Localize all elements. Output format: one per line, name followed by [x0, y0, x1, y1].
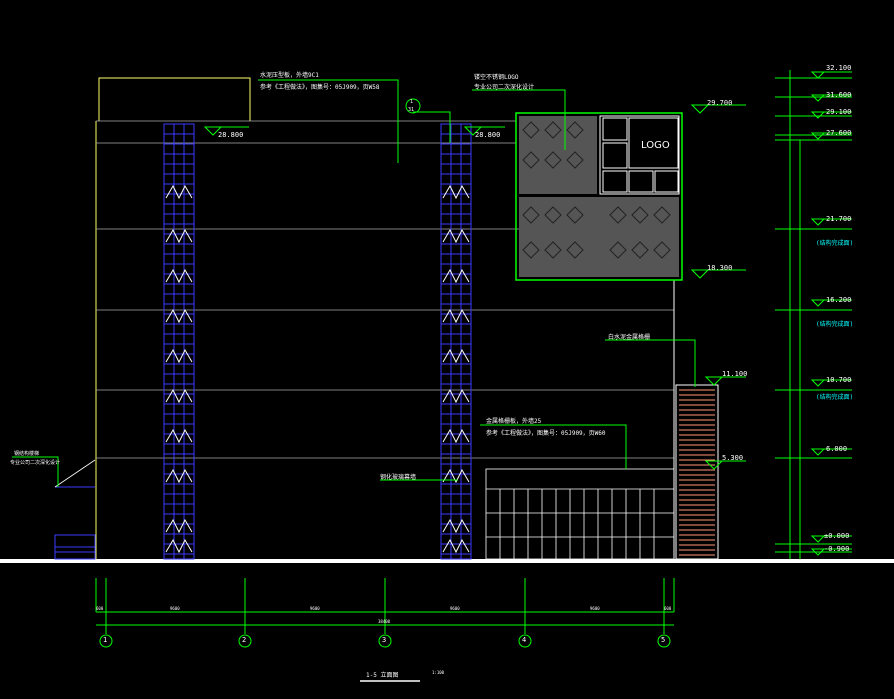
column-chevron: [442, 308, 470, 324]
column-chevron: [165, 428, 193, 444]
column-chevron: [165, 468, 193, 484]
axis-bubbles: [99, 634, 671, 648]
column-chevron: [442, 348, 470, 364]
elevation-marker: [810, 132, 852, 140]
elevation-marker: [810, 379, 852, 387]
column-chevron: [442, 184, 470, 200]
elevation-marker: [810, 299, 852, 307]
column-chevron: [442, 428, 470, 444]
elevation-marker: [810, 535, 852, 543]
blue-column-right: [440, 123, 472, 560]
column-chevron: [442, 518, 470, 534]
right-dimension-chain: [775, 70, 852, 559]
curtain-wall: [485, 468, 675, 560]
logo-text: LOGO: [641, 140, 670, 151]
column-chevron: [442, 268, 470, 284]
blue-column-left: [163, 123, 195, 560]
floor-lines: [96, 120, 674, 459]
curtain-wall-mullions: [499, 489, 655, 559]
building-outline: [95, 77, 251, 559]
column-chevron: [165, 538, 193, 554]
column-chevron: [165, 518, 193, 534]
elevation-marker: [810, 448, 852, 456]
ground-line: [0, 559, 894, 563]
left-stair: [54, 459, 96, 560]
column-rungs: [164, 133, 471, 555]
elevation-marker: [810, 111, 852, 119]
column-chevron: [165, 228, 193, 244]
logo-panel: [515, 112, 683, 281]
column-chevrons: [165, 184, 470, 554]
axis-dimension-lines: [95, 578, 675, 634]
elevation-marker: [810, 218, 852, 226]
elevation-marker: [810, 548, 852, 556]
leader-lines: [12, 79, 696, 487]
column-chevron: [165, 308, 193, 324]
elevation-markers-right: [810, 71, 852, 556]
column-chevron: [442, 388, 470, 404]
elevation-marker: [810, 71, 852, 79]
column-chevron: [165, 388, 193, 404]
elevation-marker: [810, 94, 852, 102]
column-chevron: [442, 538, 470, 554]
section-symbol: [405, 98, 421, 114]
column-chevron: [165, 184, 193, 200]
louver-panel: [675, 384, 719, 560]
column-chevron: [442, 468, 470, 484]
column-chevron: [165, 268, 193, 284]
elevation-markers-mid: [203, 104, 746, 470]
column-chevron: [165, 348, 193, 364]
column-chevron: [442, 228, 470, 244]
